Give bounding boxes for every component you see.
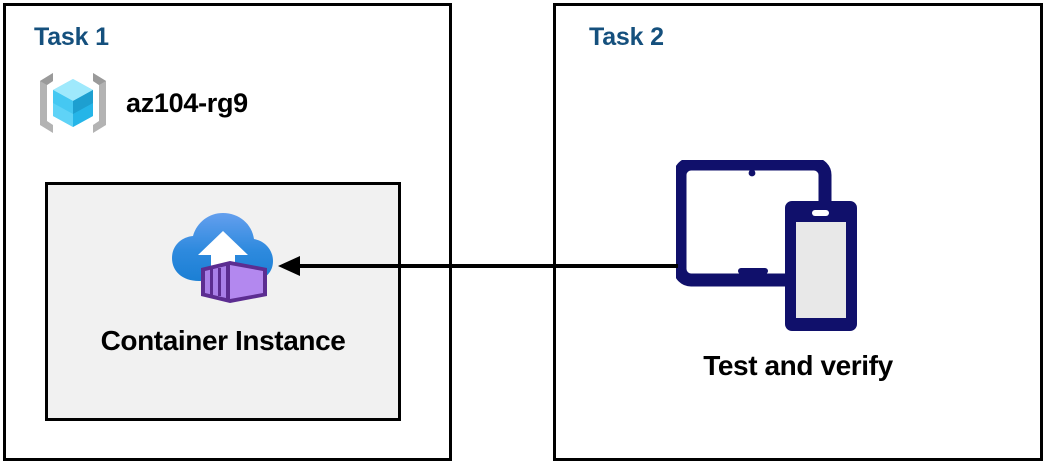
container-instance-label: Container Instance bbox=[100, 325, 346, 356]
panel-task-1: Task 1 az104- bbox=[3, 3, 452, 461]
container-instance-box: Container Instance bbox=[45, 182, 401, 421]
resource-group-label: az104-rg9 bbox=[126, 87, 248, 118]
test-and-verify-label: Test and verify bbox=[703, 350, 893, 381]
resource-group-row: az104-rg9 bbox=[36, 68, 248, 138]
resource-group-icon bbox=[36, 68, 110, 138]
panel-title-task-2: Task 2 bbox=[589, 23, 664, 51]
panel-title-task-1: Task 1 bbox=[34, 23, 109, 51]
